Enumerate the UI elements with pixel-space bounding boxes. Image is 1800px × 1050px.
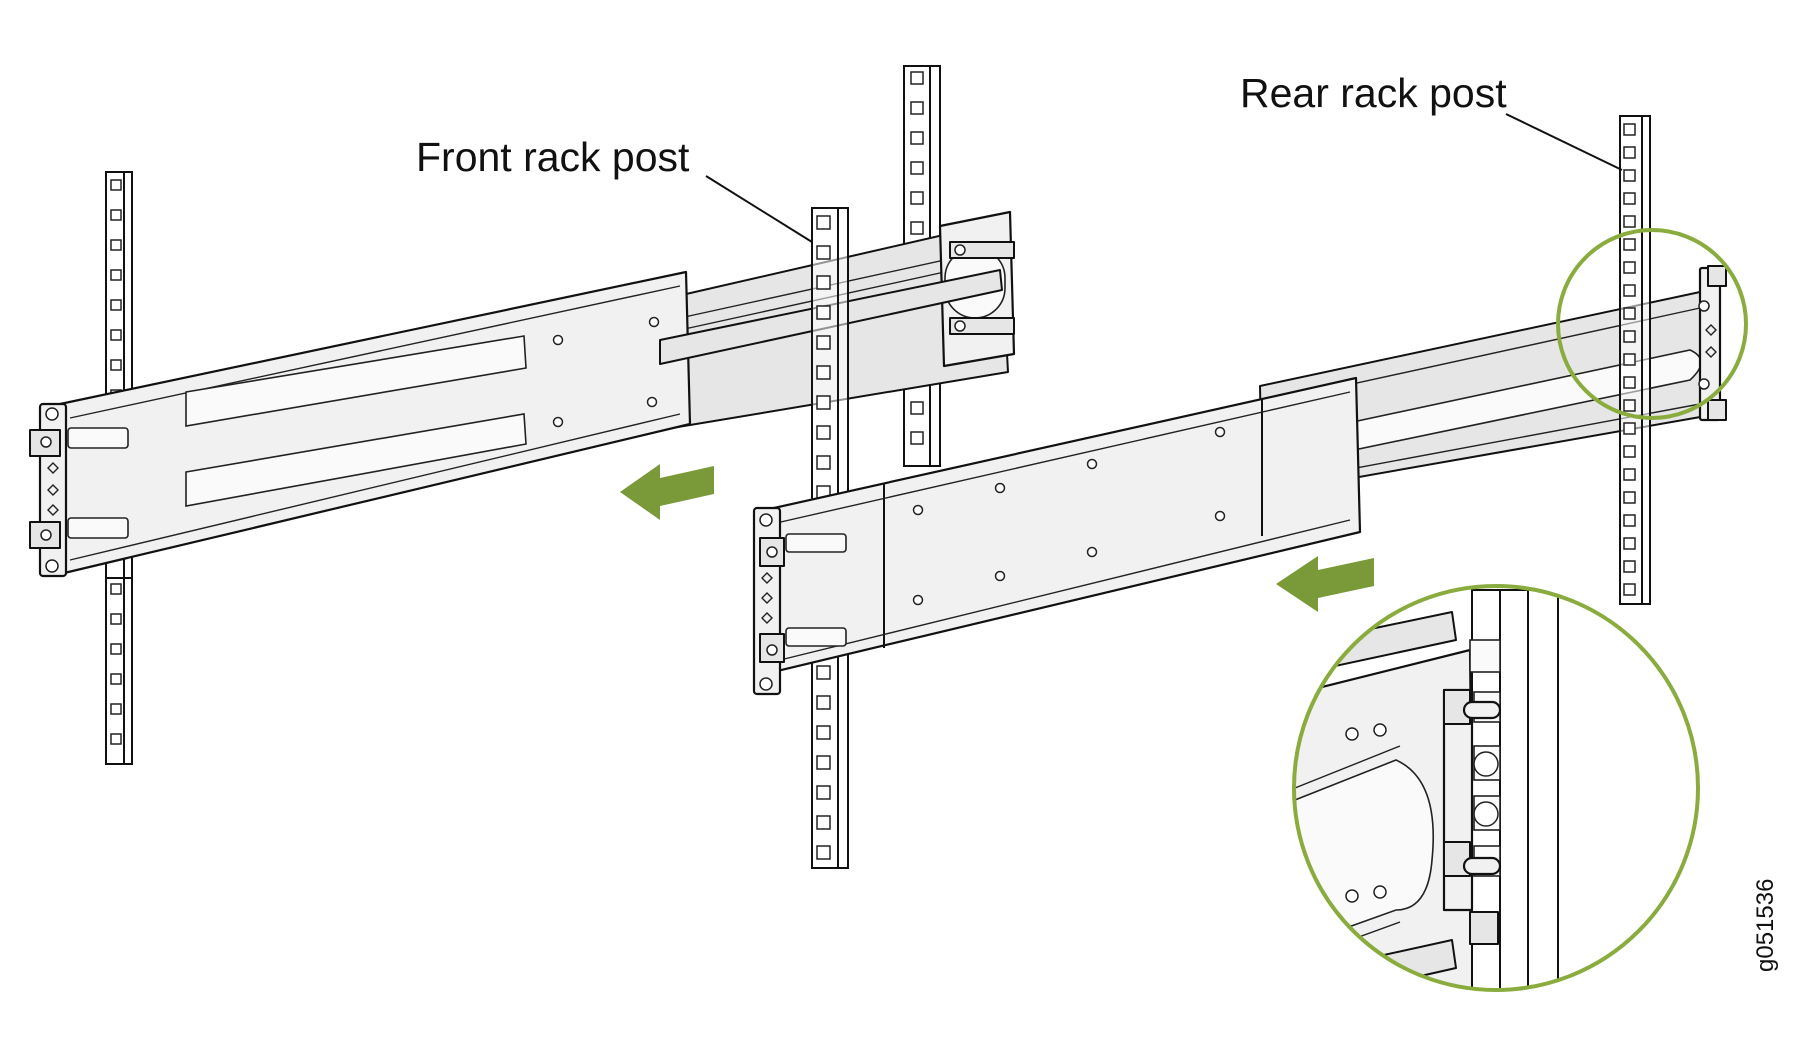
right-rail-rear-bracket xyxy=(1698,265,1727,422)
rack-post-hole xyxy=(110,209,122,221)
rack-post-hole xyxy=(1623,238,1636,251)
rack-post-hole xyxy=(910,131,924,145)
rack-post-hole xyxy=(1623,422,1636,435)
rack-post-hole xyxy=(910,431,924,445)
rack-post-hole xyxy=(816,275,831,290)
rear-rack-post-leader-line xyxy=(1505,113,1623,171)
rack-post-hole xyxy=(1623,514,1636,527)
rack-post-hole xyxy=(1623,123,1636,136)
rack-post-hole xyxy=(816,845,831,860)
rack-post-hole xyxy=(1623,560,1636,573)
rack-post-hole xyxy=(1623,192,1636,205)
rack-post-hole xyxy=(110,239,122,251)
figure-id-label: g051536 xyxy=(1752,878,1779,972)
rack-post-hole xyxy=(110,733,122,745)
rack-post-hole xyxy=(910,71,924,85)
rack-post-hole xyxy=(110,613,122,625)
rack-post-hole xyxy=(1623,445,1636,458)
rack-post-hole xyxy=(1623,376,1636,389)
rack-post-hole xyxy=(1623,284,1636,297)
zoomed-detail-view xyxy=(1292,584,1700,992)
detail-highlight-circle xyxy=(1556,228,1748,420)
rack-post-hole xyxy=(816,785,831,800)
rear-rack-post xyxy=(1619,115,1651,605)
rack-post-hole xyxy=(110,673,122,685)
rack-post-hole xyxy=(1623,353,1636,366)
rack-post-hole xyxy=(1623,491,1636,504)
left-arrow-icon xyxy=(620,464,714,520)
rack-post-hole xyxy=(110,329,122,341)
rack-post-hole xyxy=(1623,215,1636,228)
rack-post-hole xyxy=(110,179,122,191)
rack-post-hole xyxy=(816,365,831,380)
rack-post-hole xyxy=(816,695,831,710)
rack-post-hole xyxy=(816,455,831,470)
rack-post-hole xyxy=(1623,146,1636,159)
left-rack-post-front-segment xyxy=(105,577,133,765)
rack-post-hole xyxy=(1623,468,1636,481)
rack-post-hole xyxy=(910,401,924,415)
rack-post-hole xyxy=(110,583,122,595)
rack-post-hole xyxy=(816,245,831,260)
rack-post-hole xyxy=(1623,261,1636,274)
rack-post-hole xyxy=(1623,330,1636,343)
rack-post-hole xyxy=(816,335,831,350)
rack-post-hole xyxy=(816,305,831,320)
rack-post-hole xyxy=(816,425,831,440)
front-rack-post-label: Front rack post xyxy=(416,134,690,180)
rack-post-hole xyxy=(1623,537,1636,550)
rack-post-hole xyxy=(910,191,924,205)
rack-post-hole xyxy=(816,755,831,770)
rack-post-hole xyxy=(910,101,924,115)
rack-post-hole xyxy=(816,665,831,680)
rack-post-hole xyxy=(816,215,831,230)
rack-post-hole xyxy=(110,269,122,281)
rack-post-hole xyxy=(910,161,924,175)
rack-post-hole xyxy=(110,359,122,371)
rack-post-hole xyxy=(110,299,122,311)
rack-post-hole xyxy=(1623,307,1636,320)
rack-post-hole xyxy=(110,643,122,655)
left-rail-front-bracket xyxy=(29,402,129,578)
rack-post-hole xyxy=(816,395,831,410)
rack-post-hole xyxy=(1623,399,1636,412)
rack-post-hole xyxy=(110,703,122,715)
right-rail-front-bracket xyxy=(752,506,847,696)
rack-post-hole xyxy=(816,815,831,830)
rack-post-hole xyxy=(1623,583,1636,596)
rack-post-hole xyxy=(1623,169,1636,182)
right-rail-assembly xyxy=(752,265,1727,696)
left-arrow-icon xyxy=(1276,556,1374,612)
front-rack-post-leader-line xyxy=(705,175,813,243)
rack-post-hole xyxy=(910,221,924,235)
rack-post-hole xyxy=(816,725,831,740)
rear-rack-post-label: Rear rack post xyxy=(1240,70,1507,116)
